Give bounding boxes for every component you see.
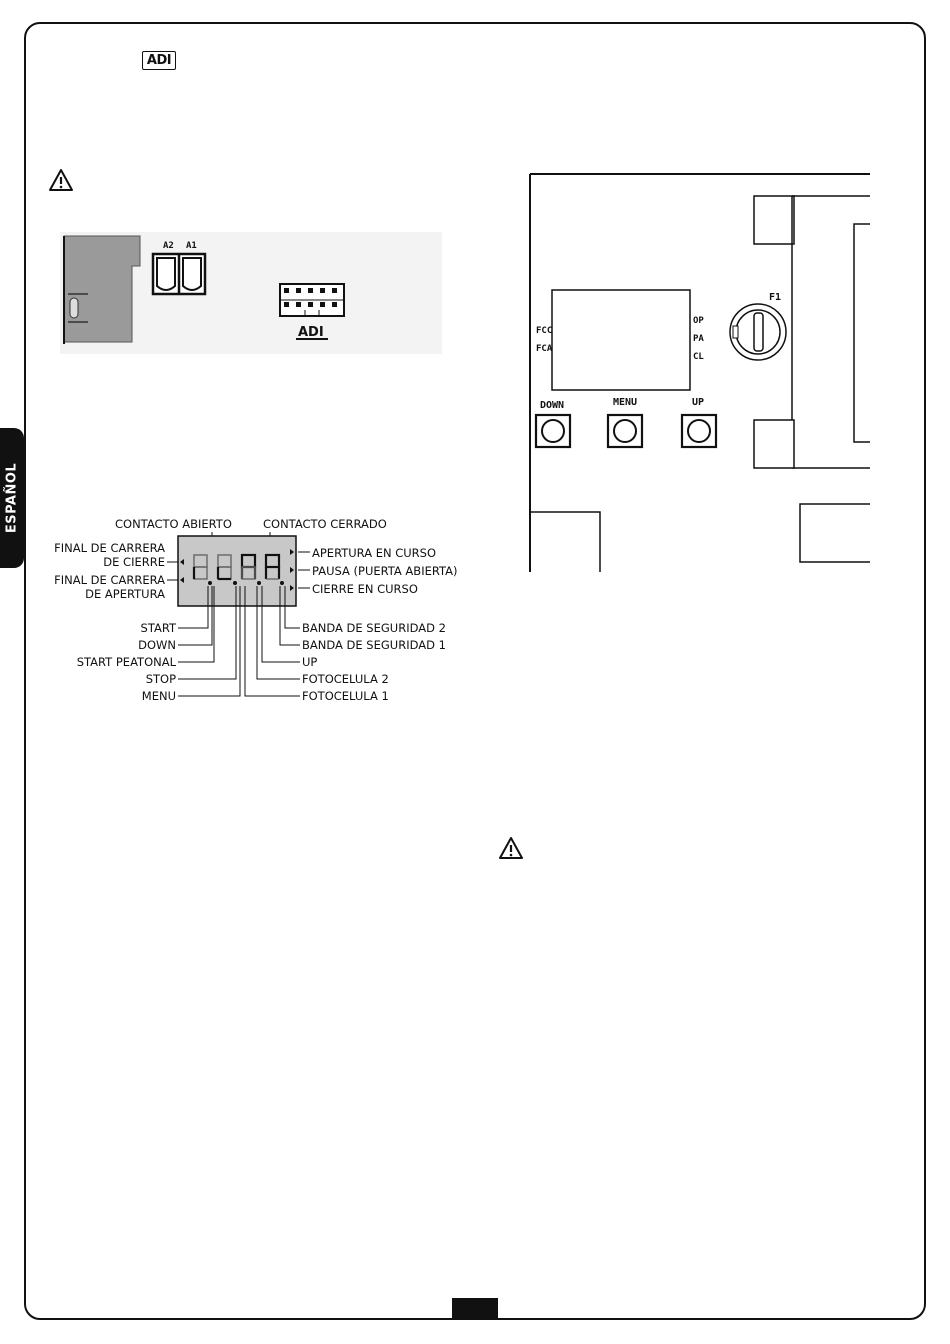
label-contacto-abierto: CONTACTO ABIERTO [115, 517, 232, 531]
menu-button [606, 413, 644, 449]
led-label-fcc: FCC [536, 326, 552, 336]
adi-logo-text: ADI [146, 53, 172, 68]
control-board-diagram: FCC FCA OP PA CL F1 DOWN MENU UP [529, 173, 870, 572]
label-cierre-en-curso: CIERRE EN CURSO [312, 582, 418, 596]
language-label: ESPAÑOL [4, 462, 20, 534]
seven-segment-digits [192, 553, 281, 581]
button-label-up: UP [692, 397, 704, 408]
label-apertura-en-curso: APERTURA EN CURSO [312, 546, 436, 560]
fuse-label-f1: F1 [769, 292, 781, 303]
label-up: UP [302, 655, 317, 669]
led-label-fca: FCA [536, 344, 553, 354]
label-pausa: PAUSA (PUERTA ABIERTA) [312, 564, 458, 578]
page-number-box [452, 1298, 498, 1320]
label-start: START [141, 621, 177, 635]
up-button [680, 413, 718, 449]
label-fotocelula-2: FOTOCELULA 2 [302, 672, 389, 686]
terminal-label-a1: A1 [186, 241, 197, 251]
button-label-down: DOWN [540, 400, 564, 411]
label-contacto-cerrado: CONTACTO CERRADO [263, 517, 387, 531]
label-fotocelula-1: FOTOCELULA 1 [302, 689, 389, 703]
led-label-pa: PA [693, 334, 704, 344]
label-down: DOWN [138, 638, 176, 652]
fuse-holder [729, 303, 787, 361]
adi-pin-header [279, 283, 345, 317]
label-fc-apertura-2: DE APERTURA [85, 587, 165, 601]
language-tab: ESPAÑOL [0, 428, 24, 568]
terminal-block [151, 252, 207, 296]
label-fc-cierre-1: FINAL DE CARRERA [54, 541, 165, 555]
label-banda-seguridad-2: BANDA DE SEGURIDAD 2 [302, 621, 446, 635]
label-stop: STOP [146, 672, 176, 686]
led-label-op: OP [693, 316, 704, 326]
label-start-peatonal: START PEATONAL [77, 655, 177, 669]
adi-logo: ADI [142, 51, 176, 70]
label-banda-seguridad-1: BANDA DE SEGURIDAD 1 [302, 638, 446, 652]
down-button [534, 413, 572, 449]
adi-connector-diagram: A2 A1 ADI [60, 232, 442, 354]
display-diagram: CONTACTO ABIERTO CONTACTO CERRADO FINAL … [54, 517, 458, 703]
label-fc-cierre-2: DE CIERRE [103, 555, 165, 569]
led-label-cl: CL [693, 352, 704, 362]
button-label-menu: MENU [613, 397, 637, 408]
label-menu: MENU [142, 689, 176, 703]
terminal-label-a2: A2 [163, 241, 174, 251]
adi-connector-logo: ADI [298, 325, 324, 340]
warning-icon [49, 169, 73, 191]
label-fc-apertura-1: FINAL DE CARRERA [54, 573, 165, 587]
warning-icon [499, 837, 523, 859]
